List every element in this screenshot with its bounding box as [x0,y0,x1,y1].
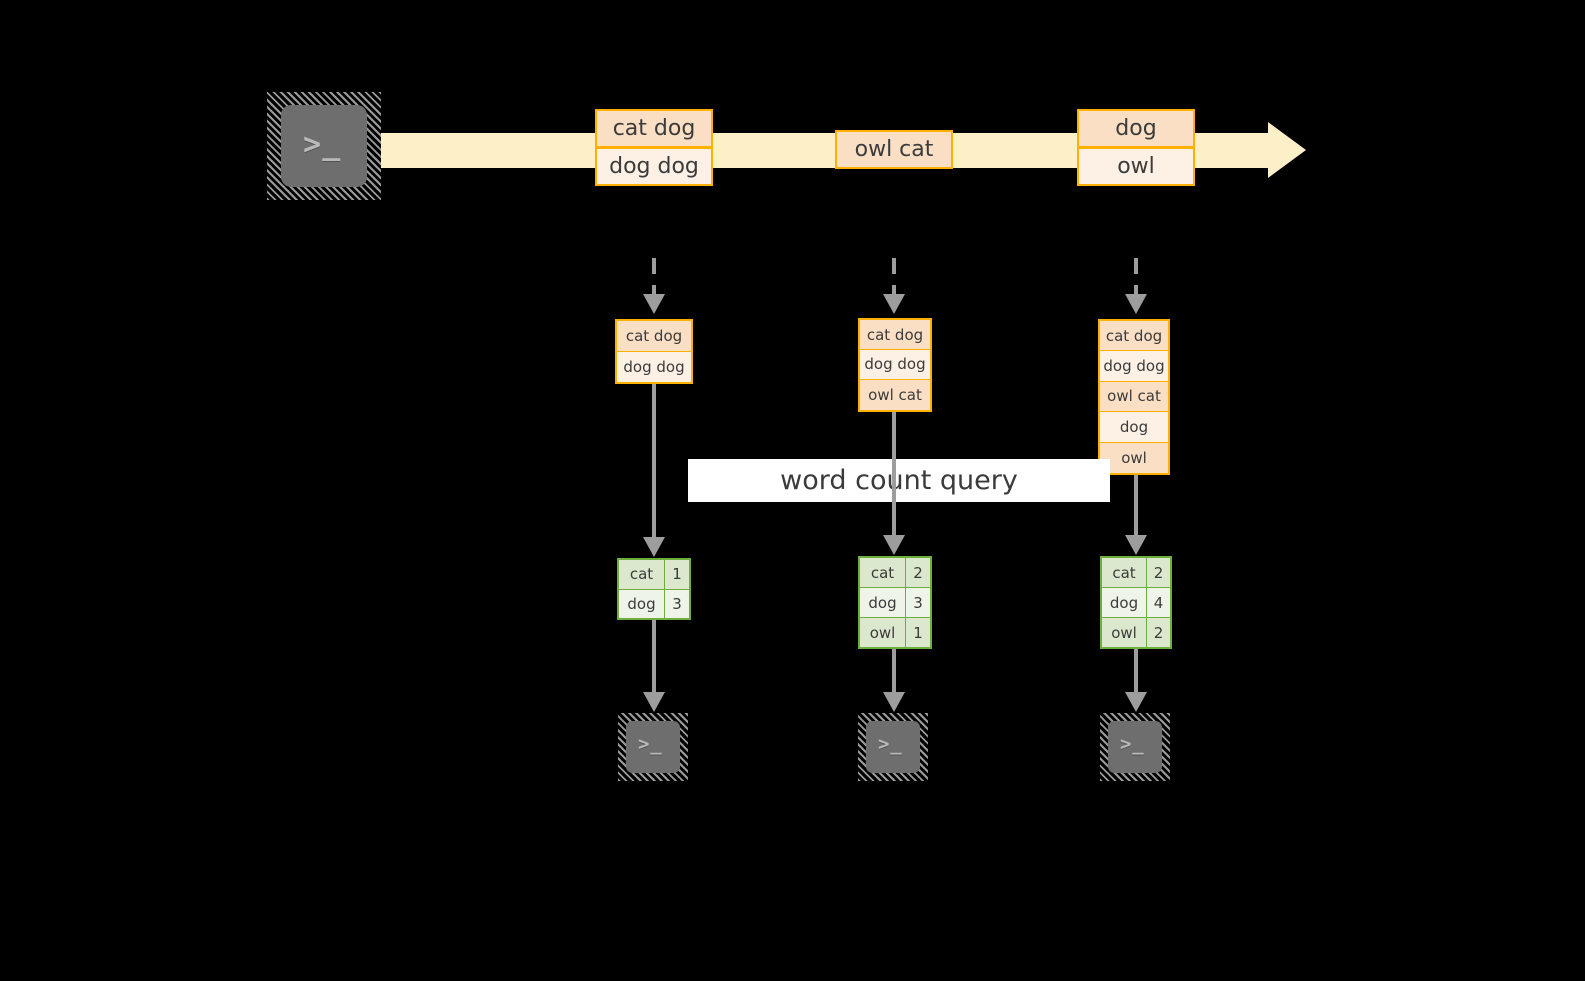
terminal-body [626,721,680,773]
query-arrow [652,384,656,540]
terminal-body [1108,721,1162,773]
result-count: 3 [665,589,689,618]
result-count: 2 [906,558,930,587]
stack-row: owl cat [1100,381,1168,413]
result-word: owl [860,618,906,647]
result-count: 4 [1147,588,1170,617]
snapshot-dashed-arrow [892,258,896,296]
snapshot-dashed-arrow [1134,258,1138,296]
terminal-prompt-glyph: >_ [1120,733,1145,755]
input-record-stack[interactable]: cat dog dog dog owl cat dog owl [1098,319,1170,475]
table-row: cat 2 [1102,558,1170,588]
stack-row: cat dog [1100,321,1168,352]
result-count: 1 [665,560,689,589]
sink-arrow [652,620,656,695]
result-count: 3 [906,588,930,617]
result-table[interactable]: cat 2 dog 4 owl 2 [1100,556,1172,649]
result-word: cat [860,558,906,587]
sink-arrowhead [1125,692,1147,712]
stack-row: dog [1100,412,1168,443]
stream-record[interactable]: dog [1077,109,1195,148]
snapshot-dashed-arrow [652,258,656,296]
stream-record[interactable]: dog dog [595,147,713,186]
query-arrow [892,412,896,538]
snapshot-dashed-arrowhead [883,294,905,314]
result-word: cat [619,560,665,589]
sink-arrow [1134,649,1138,695]
sink-arrowhead [883,692,905,712]
sink-terminal-icon[interactable]: >_ [858,713,928,781]
stack-row: dog dog [1100,351,1168,382]
table-row: owl 2 [1102,618,1170,647]
table-row: owl 1 [860,618,930,647]
stream-arrowhead [1268,122,1306,178]
terminal-prompt-glyph: >_ [638,733,663,755]
result-count: 2 [1147,618,1170,647]
sink-arrowhead [643,692,665,712]
input-record-stack[interactable]: cat dog dog dog [615,319,693,384]
stack-row: dog dog [860,350,930,380]
query-arrow [1134,475,1138,538]
result-table[interactable]: cat 2 dog 3 owl 1 [858,556,932,649]
snapshot-dashed-arrowhead [1125,294,1147,314]
stream-record[interactable]: owl cat [835,130,953,169]
query-arrowhead [1125,535,1147,555]
terminal-body [281,105,367,187]
result-word: dog [860,588,906,617]
stack-row: cat dog [617,321,691,352]
stream-record[interactable]: owl [1077,147,1195,186]
terminal-body [866,721,920,773]
sink-terminal-icon[interactable]: >_ [618,713,688,781]
stream-record[interactable]: cat dog [595,109,713,148]
source-terminal-icon[interactable]: >_ [267,92,381,200]
table-row: cat 1 [619,560,689,590]
query-arrowhead [643,537,665,557]
result-table[interactable]: cat 1 dog 3 [617,558,691,620]
result-count: 1 [906,618,930,647]
input-record-stack[interactable]: cat dog dog dog owl cat [858,318,932,412]
table-row: dog 4 [1102,588,1170,618]
stack-row: owl [1100,442,1168,473]
table-row: dog 3 [860,588,930,618]
result-count: 2 [1147,558,1170,587]
snapshot-dashed-arrowhead [643,294,665,314]
sink-terminal-icon[interactable]: >_ [1100,713,1170,781]
stack-row: dog dog [617,351,691,382]
result-word: cat [1102,558,1147,587]
stack-row: owl cat [860,379,930,410]
query-label: word count query [688,459,1110,502]
result-word: dog [619,589,665,618]
table-row: cat 2 [860,558,930,588]
query-arrowhead [883,535,905,555]
result-word: owl [1102,618,1147,647]
stack-row: cat dog [860,320,930,350]
result-word: dog [1102,588,1147,617]
sink-arrow [892,649,896,695]
terminal-prompt-glyph: >_ [303,127,342,162]
terminal-prompt-glyph: >_ [878,733,903,755]
table-row: dog 3 [619,589,689,618]
